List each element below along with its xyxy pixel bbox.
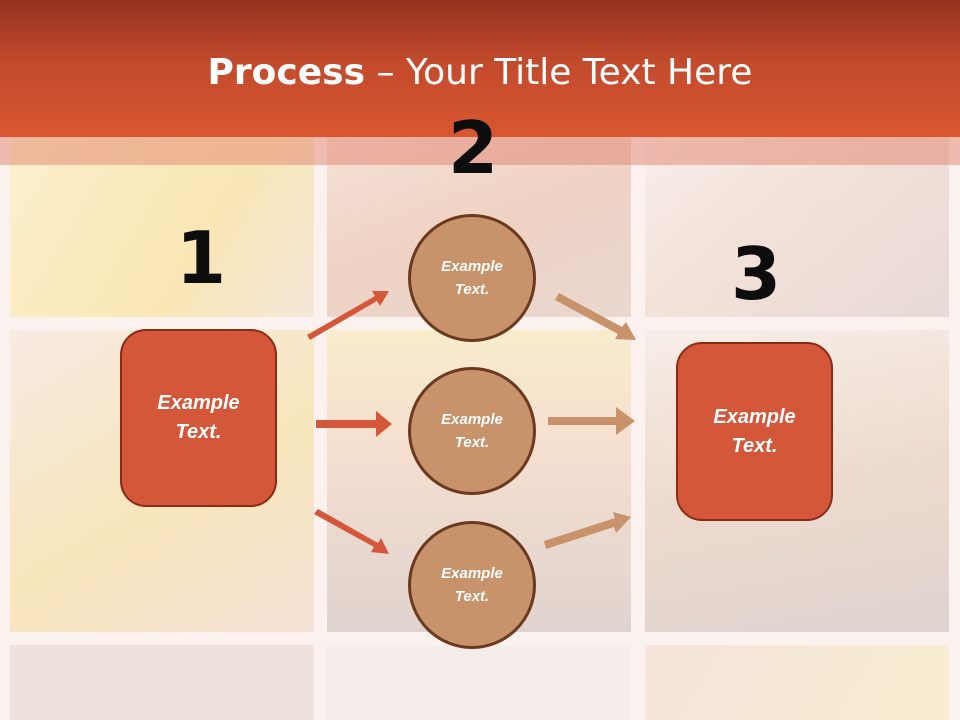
title-bold: Process — [207, 52, 366, 93]
arrow-up-red — [307, 291, 389, 340]
right-process-box: Example Text. — [676, 342, 833, 521]
tan-arrows — [544, 293, 636, 549]
circle-top: Example Text. — [408, 214, 536, 342]
arrow-down-tan — [555, 293, 636, 340]
arrow-mid-tan — [548, 407, 635, 435]
arrow-down-red — [314, 509, 389, 554]
step-number-3: 3 — [731, 232, 782, 316]
title-bar-strip — [0, 137, 960, 165]
slide-title: Process – Your Title Text Here — [0, 52, 960, 93]
circle-middle: Example Text. — [408, 367, 536, 495]
title-bar — [0, 0, 960, 137]
circle-bottom: Example Text. — [408, 521, 536, 649]
step-number-1: 1 — [176, 216, 227, 300]
red-arrows — [307, 291, 392, 554]
arrow-mid-red — [316, 411, 392, 437]
arrow-up-tan — [544, 512, 631, 549]
left-process-box: Example Text. — [120, 329, 277, 507]
step-number-2: 2 — [448, 106, 499, 190]
title-rest: – Your Title Text Here — [365, 52, 753, 93]
